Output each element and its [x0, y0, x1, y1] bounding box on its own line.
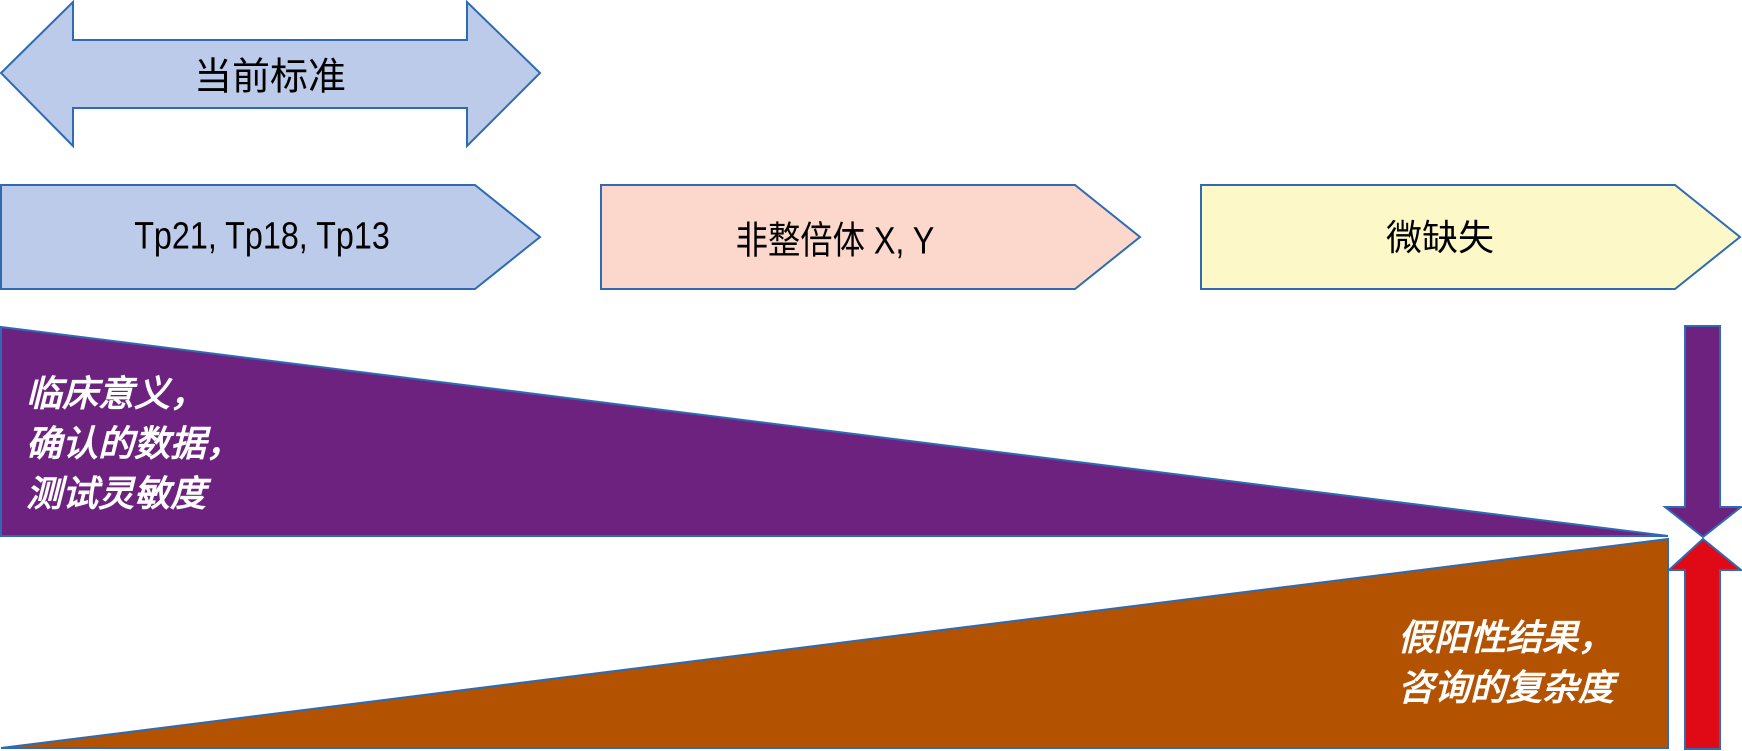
- current-standard-label: 当前标准: [193, 54, 347, 99]
- wedge-text-line: 确认的数据，: [26, 424, 243, 465]
- current-standard-double-arrow: [0, 0, 542, 149]
- up-arrow: [1666, 537, 1742, 750]
- increasing-wedge-text: 假阳性结果， 咨询的复杂度: [1398, 614, 1614, 714]
- category-arrow-aneuploidy: [600, 184, 1142, 290]
- category-label-aneuploidy: 非整倍体 X, Y: [735, 220, 935, 263]
- down-arrow: [1662, 325, 1742, 539]
- wedge-text-line: 咨询的复杂度: [1398, 668, 1615, 709]
- wedge-text-line: 测试灵敏度: [26, 474, 207, 515]
- category-arrow-microdeletion: [1200, 184, 1742, 290]
- wedge-text-line: 临床意义，: [26, 374, 207, 415]
- decreasing-wedge-text: 临床意义， 确认的数据， 测试灵敏度: [26, 370, 242, 520]
- wedge-text-line: 假阳性结果，: [1398, 618, 1615, 659]
- category-arrow-trisomy: [0, 184, 542, 290]
- category-label-microdeletion: 微缺失: [1385, 218, 1495, 259]
- category-label-trisomy: Tp21, Tp18, Tp13: [134, 215, 390, 258]
- decreasing-wedge: [0, 325, 1669, 537]
- increasing-wedge: [0, 537, 1669, 749]
